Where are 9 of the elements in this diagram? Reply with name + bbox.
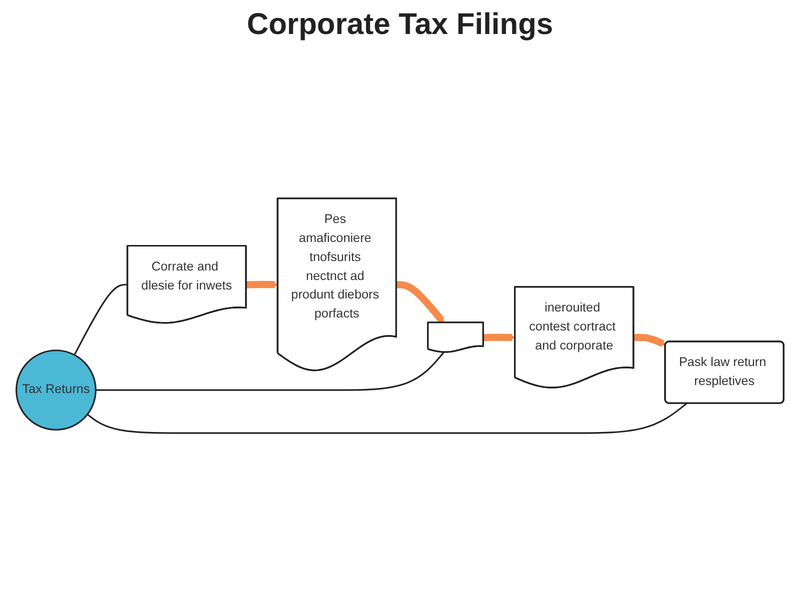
arrow: [245, 281, 278, 289]
arrow: [396, 281, 444, 324]
connector: [96, 352, 444, 392]
node-circle: Tax Returns: [16, 350, 96, 431]
connector: [74, 284, 128, 356]
connector: [86, 403, 688, 434]
arrow: [632, 334, 666, 348]
arrow: [482, 334, 516, 342]
diagram-title: Corporate Tax Filings: [246, 8, 554, 42]
